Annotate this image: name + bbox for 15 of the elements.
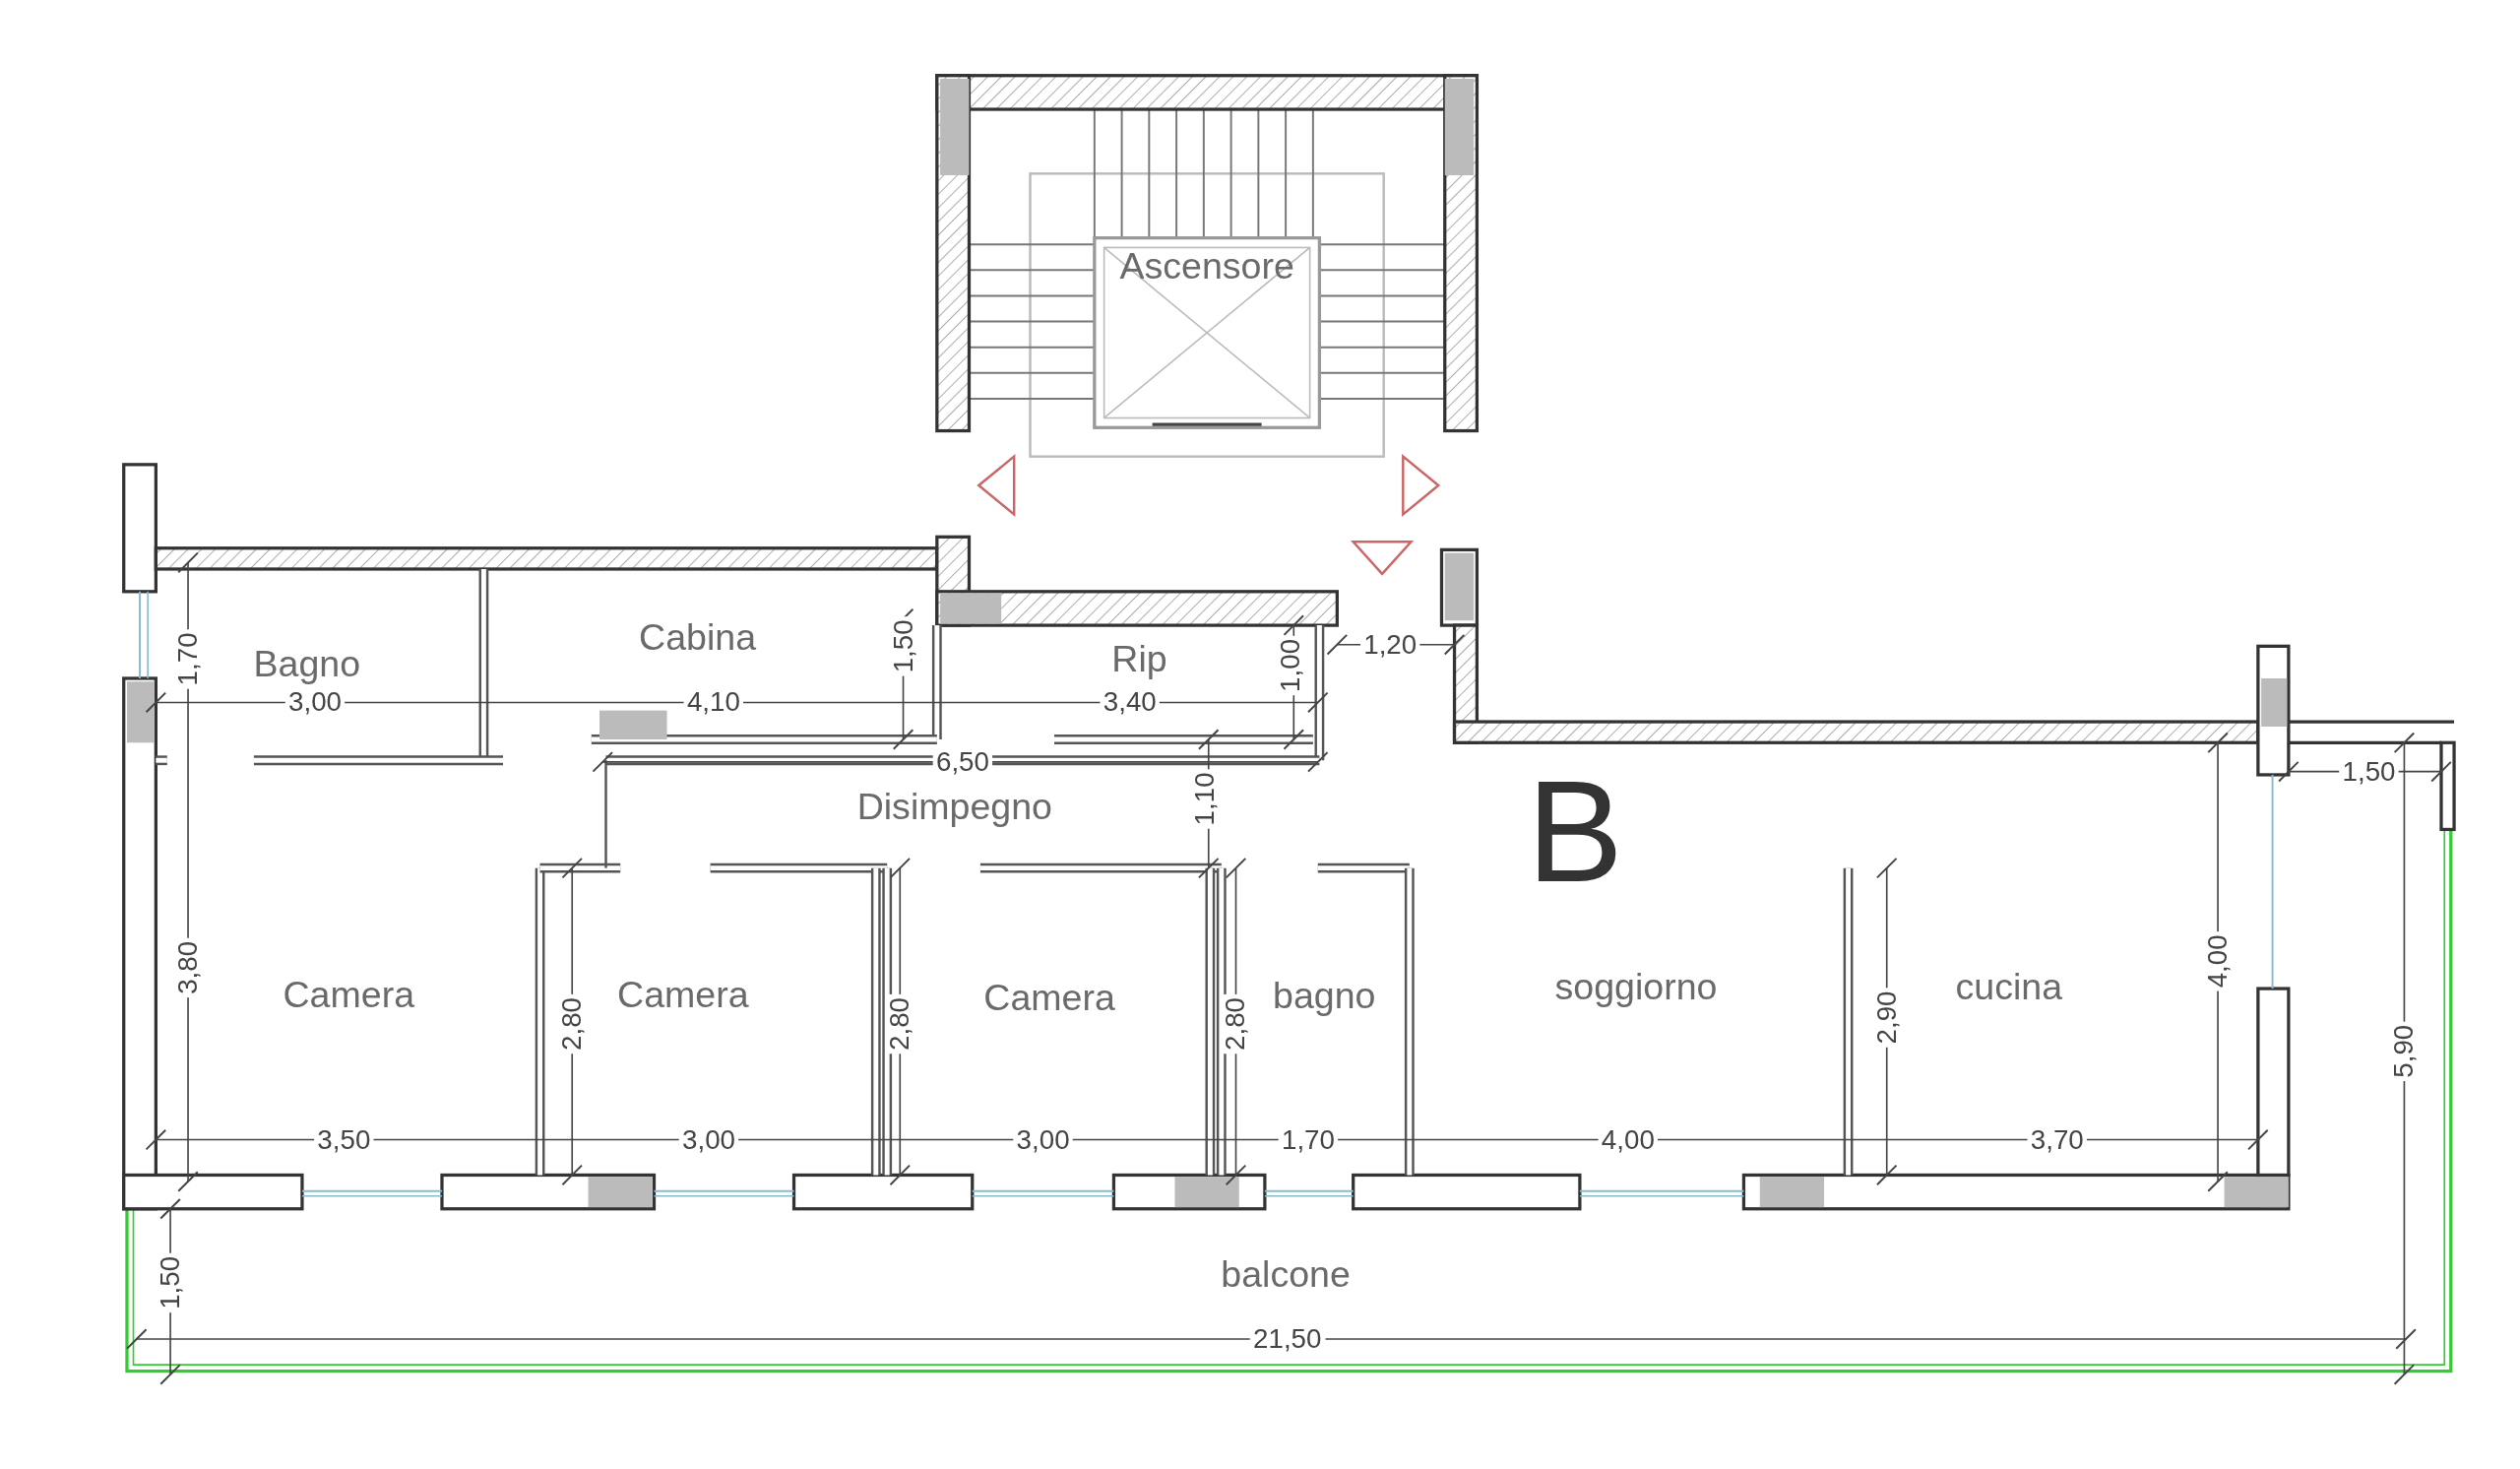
room-label: Cabina: [639, 619, 757, 657]
dimension-label: 2,80: [886, 993, 914, 1054]
room-label: balcone: [1221, 1255, 1351, 1294]
unit-letter: B: [1527, 758, 1623, 904]
room-label: Rip: [1111, 640, 1167, 678]
room-label: Bagno: [253, 645, 361, 683]
room-label: Disimpegno: [856, 788, 1052, 826]
room-label: soggiorno: [1554, 968, 1718, 1006]
room-label: Camera: [617, 976, 749, 1014]
room-label: bagno: [1273, 978, 1376, 1015]
room-label: Camera: [283, 976, 415, 1014]
room-label: cucina: [1955, 968, 2063, 1006]
dimension-label: 2,80: [1222, 993, 1250, 1054]
room-label: Camera: [983, 980, 1115, 1017]
room-label: Ascensore: [1119, 248, 1294, 286]
